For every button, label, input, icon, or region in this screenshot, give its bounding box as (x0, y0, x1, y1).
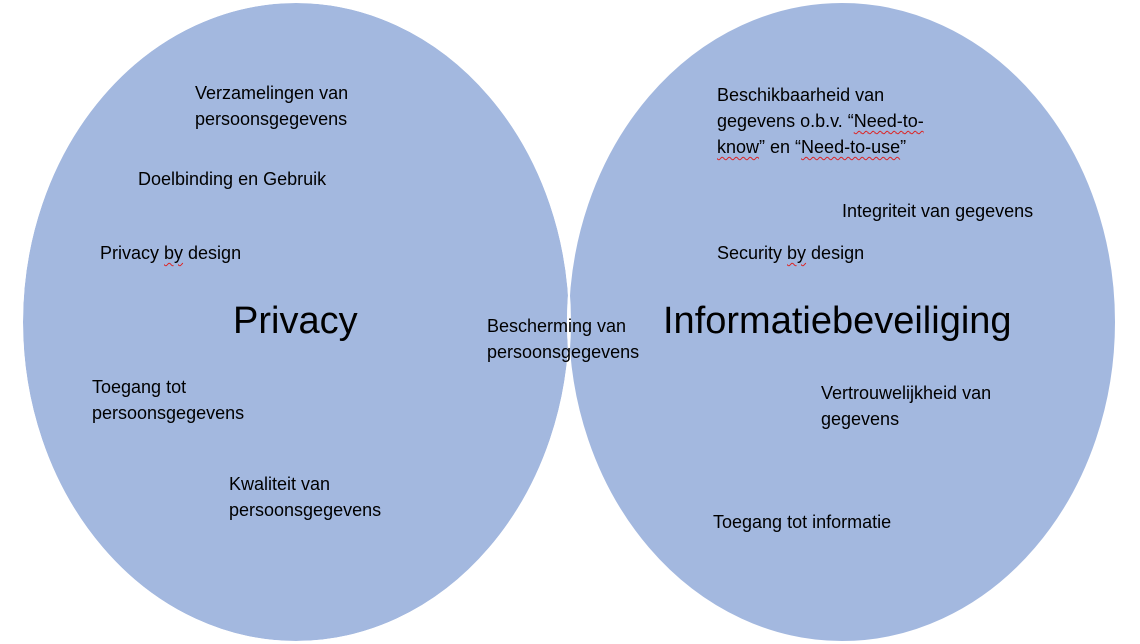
privacy-circle-outline (21, 1, 571, 643)
text: Security (717, 243, 788, 263)
right-item-integrity: Integriteit van gegevens (842, 201, 1034, 221)
text-line: Kwaliteit van (229, 474, 331, 494)
text-line: gegevens o.b.v. “Need-to- (717, 108, 924, 134)
text-line: gegevens (821, 409, 900, 429)
text-line: Bescherming van (487, 316, 627, 336)
text-line: Beschikbaarheid van (717, 85, 885, 105)
text-line: Toegang tot (92, 377, 187, 397)
text: design (183, 243, 242, 263)
text-line: Verzamelingen van (195, 83, 349, 103)
text-line: persoonsgegevens (229, 500, 382, 520)
left-item-quality: Kwaliteit van persoonsgegevens (229, 471, 381, 523)
spellcheck-word: Need-to- (853, 111, 924, 131)
left-item-collections: Verzamelingen van persoonsgegevens (195, 80, 348, 132)
spellcheck-word: by (787, 243, 807, 263)
text-line: Vertrouwelijkheid van (821, 383, 992, 403)
right-item-security-by-design: Security by design (717, 240, 864, 266)
spellcheck-word: by (164, 243, 184, 263)
text-line: persoonsgegevens (487, 342, 640, 362)
right-item-confidentiality: Vertrouwelijkheid van gegevens (821, 380, 991, 432)
privacy-title: Privacy (233, 300, 358, 342)
overlap-label: Bescherming van persoonsgegevens (487, 313, 639, 365)
text: design (806, 243, 865, 263)
left-item-privacy-by-design: Privacy by design (100, 240, 241, 266)
left-item-purpose: Doelbinding en Gebruik (138, 169, 327, 189)
text: Privacy (100, 243, 165, 263)
text-line: persoonsgegevens (195, 109, 348, 129)
spellcheck-word: know (717, 137, 760, 157)
text: gegevens o.b.v. “ (717, 111, 854, 131)
text-line: know” en “Need-to-use” (717, 134, 924, 160)
overlap-region (567, 2, 570, 642)
text: ” en “ (759, 137, 802, 157)
spellcheck-word: Need-to-use (801, 137, 901, 157)
text-line: persoonsgegevens (92, 403, 245, 423)
left-item-access: Toegang tot persoonsgegevens (92, 374, 244, 426)
infosec-title: Informatiebeveiliging (663, 300, 1012, 342)
text: ” (900, 137, 907, 157)
right-item-access: Toegang tot informatie (713, 512, 892, 532)
right-item-availability: Beschikbaarheid van gegevens o.b.v. “Nee… (717, 82, 924, 160)
